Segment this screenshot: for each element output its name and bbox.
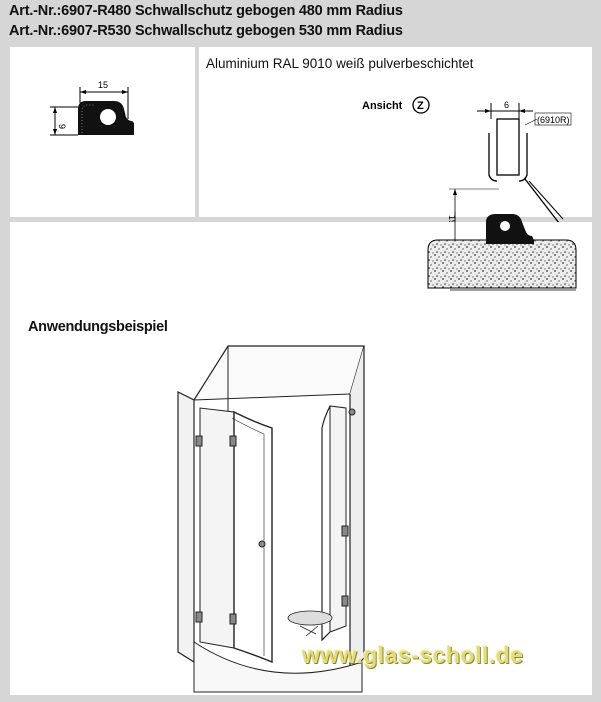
profile-cross-section-drawing: 15 9 [50,80,134,136]
view-marker-circle [412,96,430,114]
application-title: Anwendungsbeispiel [28,319,168,335]
view-letter: Z [417,100,424,112]
stone-base [427,239,577,289]
material-description: Aluminium RAL 9010 weiß pulverbeschichte… [206,56,474,71]
top-dimension-label: 6 [504,100,509,110]
article-line-r530: Art.-Nr.:6907-R530 Schwallschutz gebogen… [9,23,403,39]
height-dimension-label: 9 [57,124,67,129]
part-reference-label: (6910R) [537,115,570,125]
detail-continuation-drawing [177,212,577,693]
application-example-panel: Anwendungsbeispiel [10,212,592,695]
article-line-r480: Art.-Nr.:6907-R480 Schwallschutz gebogen… [9,3,403,19]
side-dimension-label: 19 [447,215,457,225]
view-label: Ansicht [362,100,403,112]
detail-view-panel: Aluminium RAL 9010 weiß pulverbeschichte… [199,47,592,239]
detail-view-drawing: Ansicht Z 6 (6910R) 19 [362,96,572,239]
shower-enclosure-illustration [177,345,365,693]
website-watermark[interactable]: www.glas-scholl.de [302,642,524,668]
profile-cross-section-panel: 15 9 [10,47,195,217]
width-dimension-label: 15 [98,80,108,90]
